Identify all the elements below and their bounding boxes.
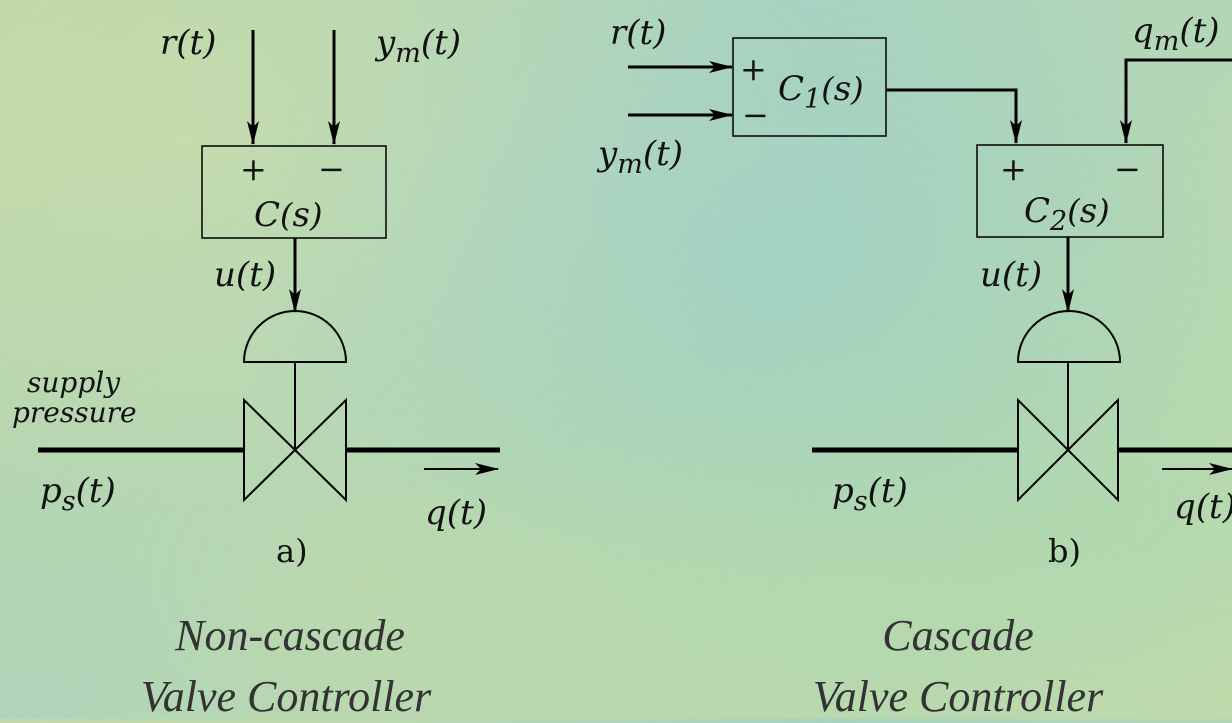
input-r-label: r(t) bbox=[610, 13, 666, 53]
c1-output-arrow bbox=[886, 88, 1022, 144]
caption-a-line2: Valve Controller bbox=[141, 672, 432, 719]
valve-body bbox=[1017, 397, 1119, 503]
input-y-label: ym(t) bbox=[374, 23, 461, 69]
caption-a-line1: Non-cascade bbox=[174, 611, 405, 660]
supply-label-line2: pressure bbox=[12, 396, 137, 429]
actuator-dome bbox=[1016, 310, 1122, 363]
control-signal-label: u(t) bbox=[214, 255, 276, 295]
minus-sign-c1: − bbox=[742, 96, 769, 134]
input-q-arrow bbox=[1120, 58, 1232, 144]
controller-label: C(s) bbox=[254, 195, 322, 235]
control-signal-label: u(t) bbox=[980, 255, 1042, 295]
input-q-label: qm(t) bbox=[1132, 11, 1220, 57]
diagram-b: r(t) ym(t) + − C1(s) qm(t) + − C2(s) u(t… bbox=[596, 11, 1232, 721]
controller2-box bbox=[976, 144, 1164, 238]
supply-label-line1: supply bbox=[27, 366, 121, 399]
controller1-label: C1(s) bbox=[778, 69, 864, 115]
diagram-a-label: a) bbox=[276, 532, 308, 570]
actuator-dome bbox=[242, 310, 348, 363]
diagram-b-label: b) bbox=[1048, 532, 1081, 570]
input-r-label: r(t) bbox=[160, 23, 216, 63]
minus-sign-c2: − bbox=[1114, 150, 1141, 188]
plus-sign: + bbox=[240, 150, 267, 188]
plus-sign-c1: + bbox=[740, 50, 767, 88]
minus-sign: − bbox=[318, 150, 345, 188]
input-y-label: ym(t) bbox=[596, 134, 683, 180]
flow-label: q(t) bbox=[425, 493, 487, 533]
controller2-label: C2(s) bbox=[1024, 191, 1110, 237]
diagram-a: r(t) ym(t) + − C(s) u(t) supply bbox=[12, 23, 500, 721]
pressure-label: ps(t) bbox=[832, 471, 908, 517]
caption-b-line1: Cascade bbox=[882, 611, 1034, 660]
flow-label: q(t) bbox=[1174, 487, 1232, 527]
valve-body bbox=[243, 397, 347, 503]
controller1-box bbox=[732, 37, 887, 137]
pressure-label: ps(t) bbox=[40, 471, 116, 517]
plus-sign-c2: + bbox=[1000, 150, 1027, 188]
caption-b-line2: Valve Controller bbox=[813, 672, 1104, 719]
